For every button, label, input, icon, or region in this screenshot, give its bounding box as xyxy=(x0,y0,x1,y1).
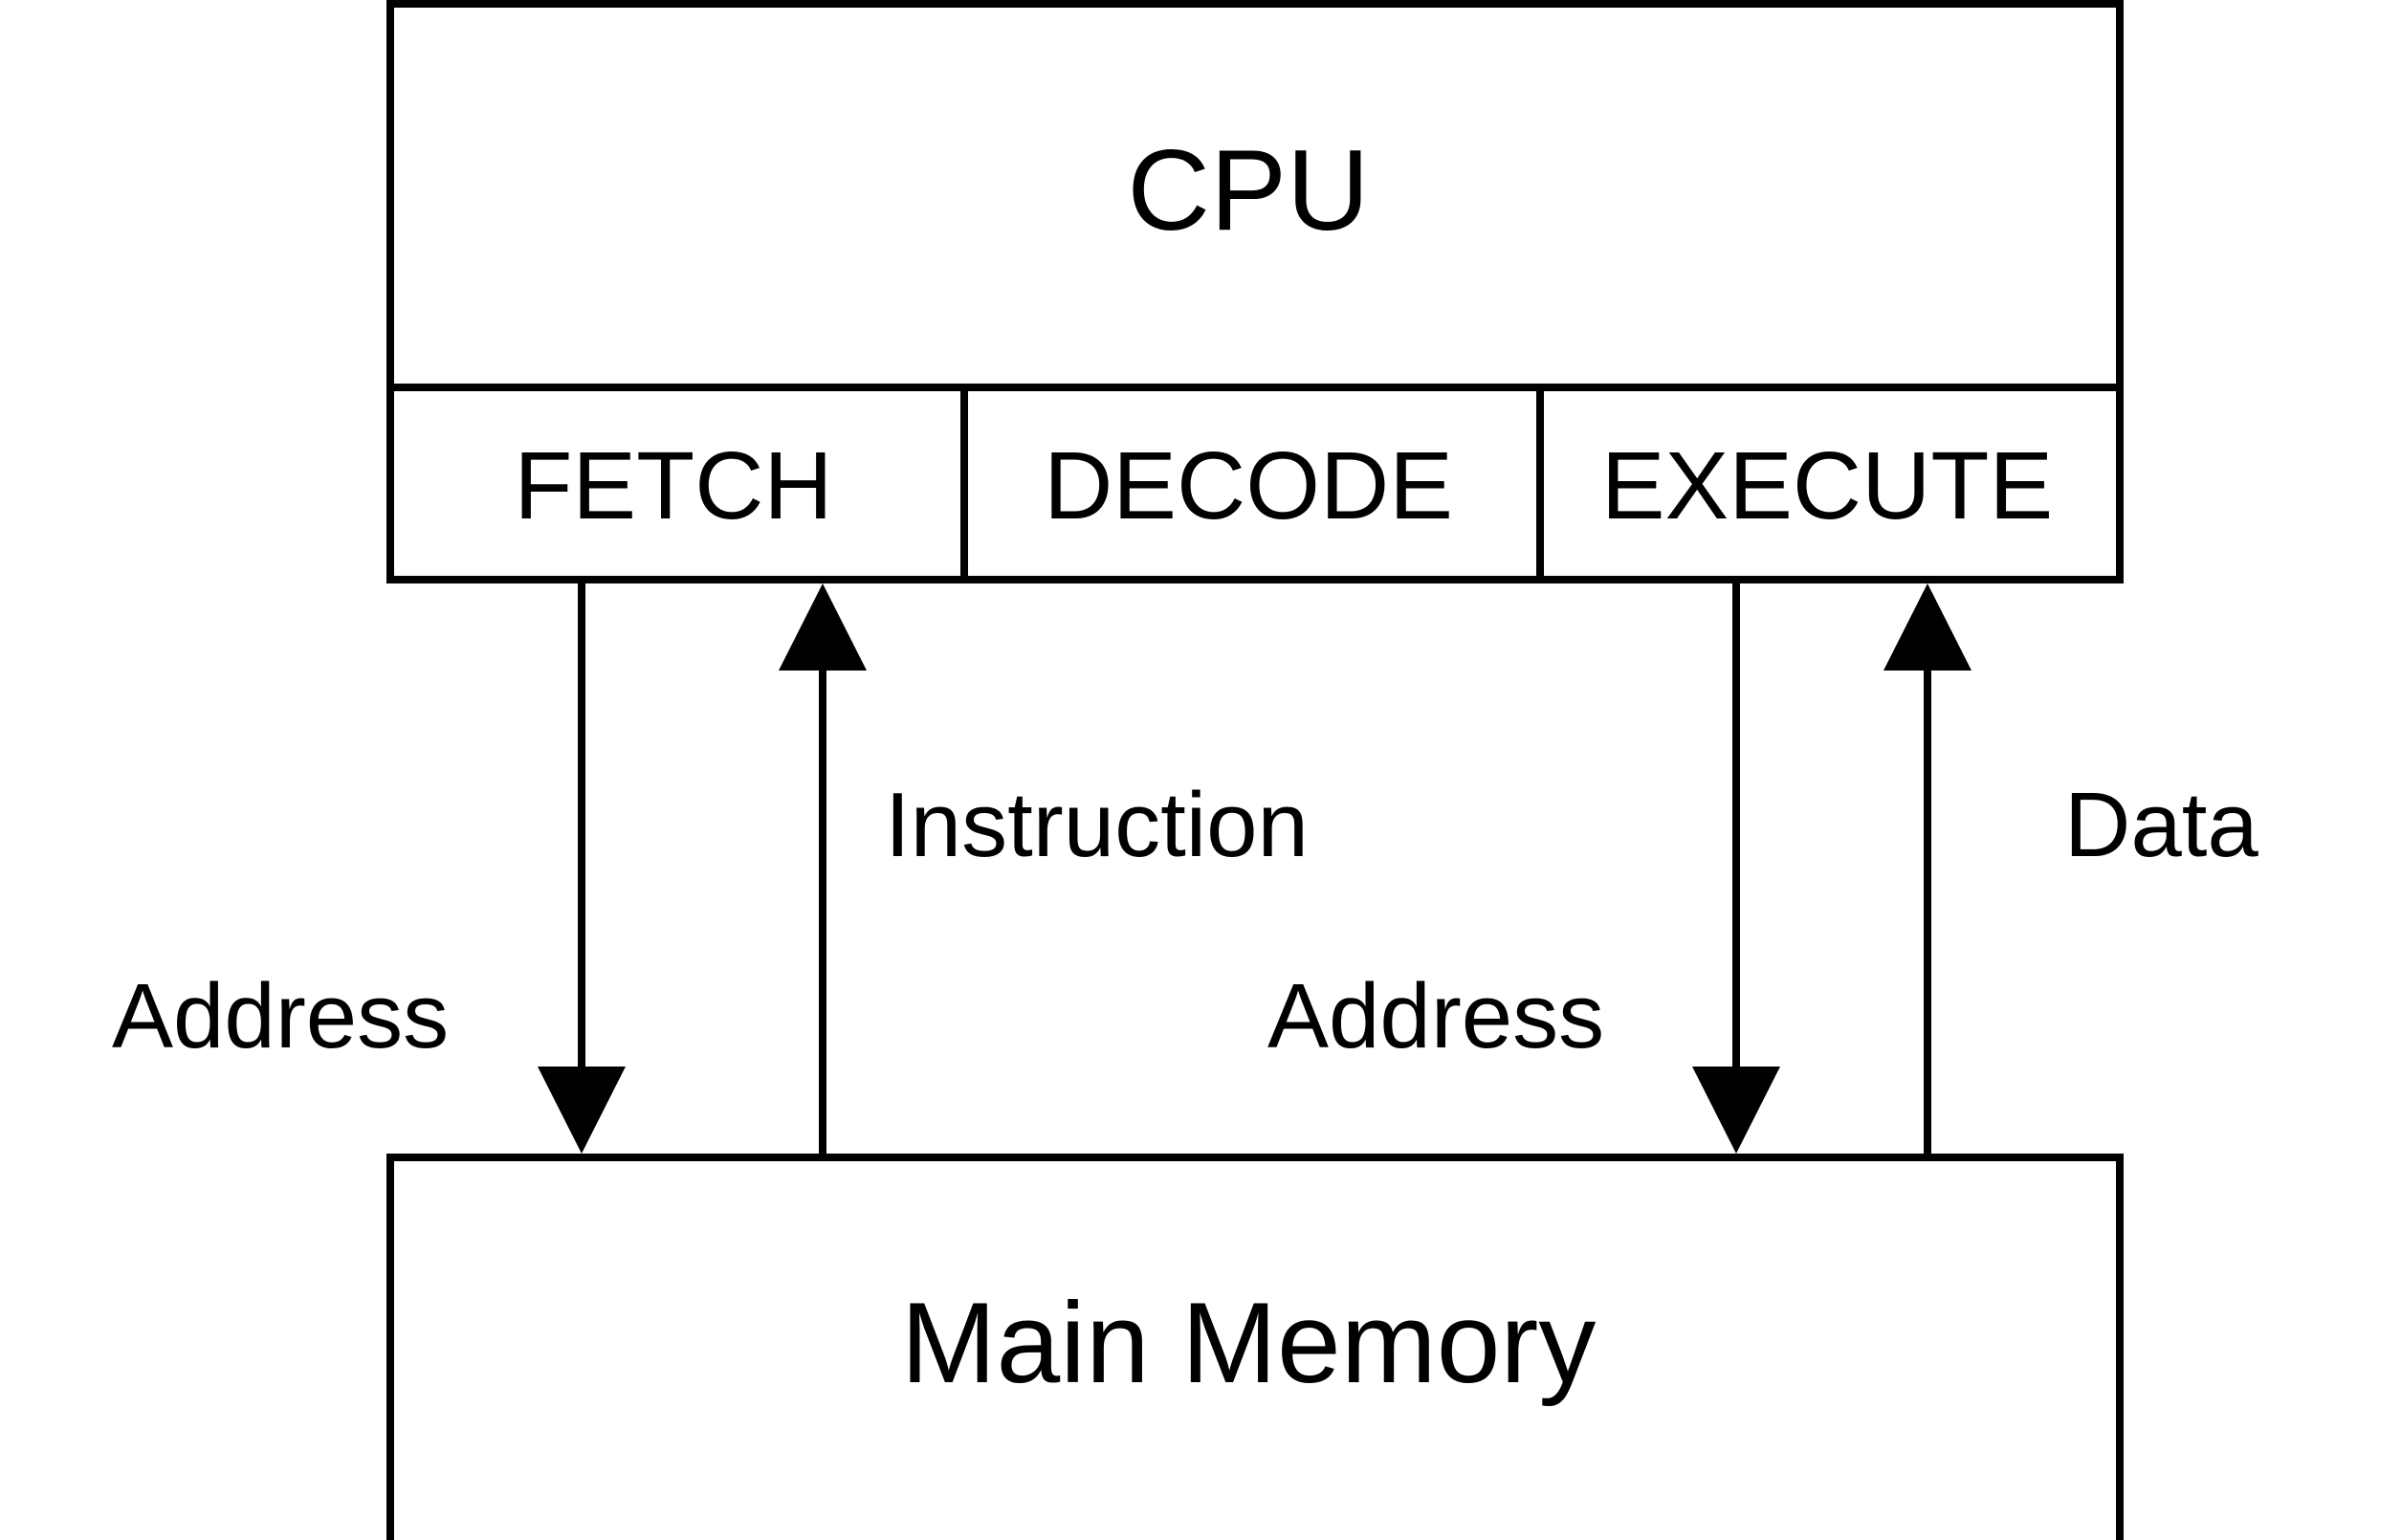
data-arrowhead xyxy=(1883,583,1971,671)
instruction-arrow xyxy=(779,583,867,1154)
data-label: Data xyxy=(2064,774,2258,876)
data-arrow xyxy=(1883,583,1971,1154)
fetch-address-label: Address xyxy=(112,965,449,1067)
fetch-address-arrowhead xyxy=(538,1067,626,1154)
stage-decode: DECODE xyxy=(1044,432,1453,539)
cpu-box xyxy=(386,0,2124,583)
cpu-block: CPU FETCH DECODE EXECUTE xyxy=(386,0,2124,583)
memory-block: Main Memory xyxy=(386,1154,2124,1540)
memory-label: Main Memory xyxy=(901,1279,1597,1407)
cpu-label: CPU xyxy=(1127,126,1369,254)
execute-address-label: Address xyxy=(1267,965,1604,1067)
instruction-arrowhead xyxy=(779,583,867,671)
stage-execute: EXECUTE xyxy=(1601,432,2053,539)
execute-address-arrowhead xyxy=(1692,1067,1780,1154)
memory-box xyxy=(386,1154,2124,1540)
execute-address-arrow xyxy=(1692,580,1780,1154)
stage-fetch: FETCH xyxy=(514,432,832,539)
instruction-label: Instruction xyxy=(885,774,1309,876)
fetch-address-arrow xyxy=(538,580,626,1154)
